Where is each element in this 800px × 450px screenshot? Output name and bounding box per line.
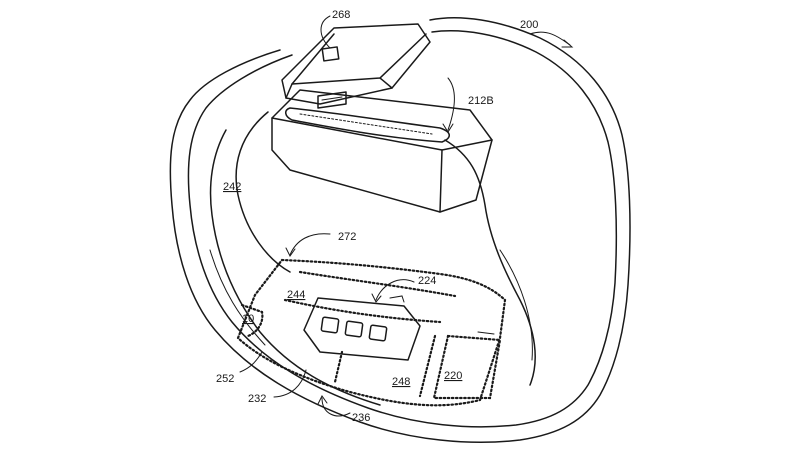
label-242: 242 [223, 181, 241, 193]
label-232: 232 [248, 393, 266, 405]
label-212b: 212B [468, 95, 494, 107]
label-220: 220 [444, 370, 462, 382]
leader-lines [240, 16, 572, 416]
region-220 [434, 332, 500, 398]
label-248: 248 [392, 376, 410, 388]
clasp-268 [282, 24, 430, 108]
region-248 [335, 336, 435, 396]
label-236: 236 [352, 412, 370, 424]
label-268: 268 [332, 9, 350, 21]
label-200: 200 [520, 19, 538, 31]
label-272: 272 [338, 231, 356, 243]
band-inner-contour [210, 112, 535, 405]
label-224: 224 [418, 275, 436, 287]
label-252: 252 [216, 373, 234, 385]
label-244: 244 [287, 289, 305, 301]
label-10: 10 [242, 313, 254, 325]
component-224 [304, 296, 420, 360]
